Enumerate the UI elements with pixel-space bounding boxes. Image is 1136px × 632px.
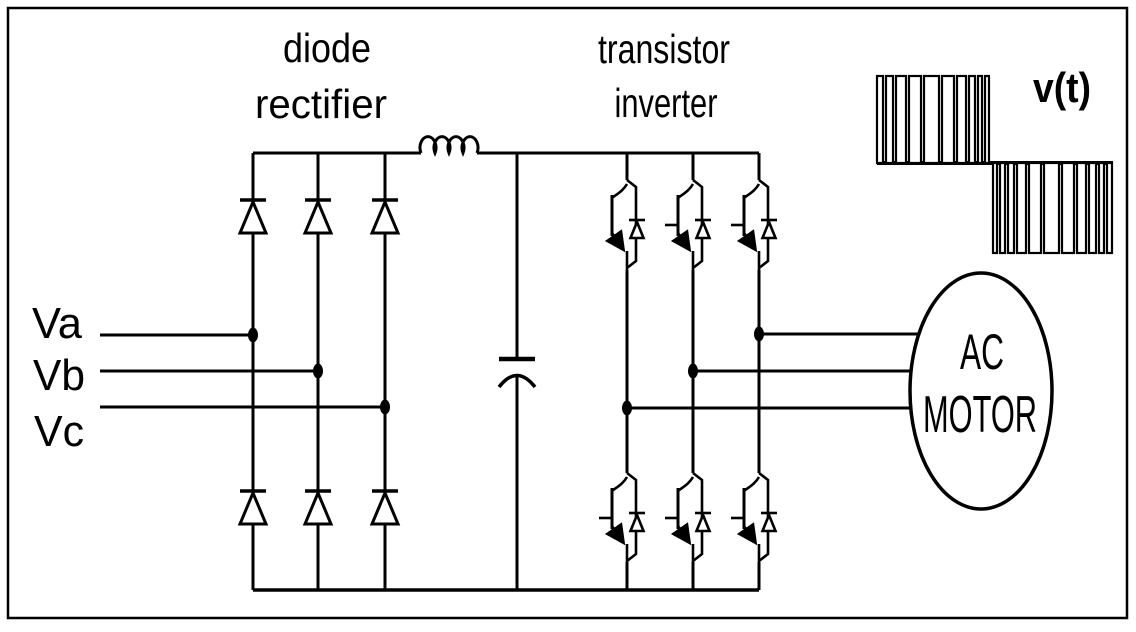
pwm-pulse [1027, 161, 1043, 255]
pwm-pulse [940, 74, 956, 165]
pwm-pulse [875, 74, 885, 165]
pwm-pulse [1015, 161, 1028, 255]
igbt-bottom-a [612, 473, 645, 563]
pwm-pulse [922, 74, 941, 165]
pwm-pulse [884, 74, 895, 165]
motor-label-line1: AC [960, 324, 1004, 380]
junction-dot [622, 400, 632, 416]
rectifier-label-line1: diode [283, 25, 371, 71]
inverter-label-line2: inverter [615, 80, 718, 126]
capacitor-plate-bottom [497, 373, 537, 389]
pwm-waveform: v(t) [875, 64, 1114, 255]
motor-leads [622, 326, 920, 416]
igbt-bottom-c [744, 473, 777, 563]
igbt-top-b [678, 180, 711, 270]
rectifier-label-line2: rectifier [255, 81, 387, 127]
igbt-bottom-b [678, 473, 711, 563]
diode-bottom-c [370, 489, 400, 526]
igbt-top-c [744, 180, 777, 270]
igbt-top-a [612, 180, 645, 270]
pwm-pulse [1075, 161, 1088, 255]
pwm-pulse [955, 74, 968, 165]
pwm-pulse [907, 74, 923, 165]
pwm-pulse [1006, 161, 1016, 255]
waveform-label: v(t) [1033, 64, 1091, 111]
inverter-label-line1: transistor [598, 26, 730, 72]
three-phase-inputs: Va Vb Vc [32, 299, 390, 456]
dc-link-capacitor [497, 153, 537, 590]
input-label-vb: Vb [33, 351, 85, 400]
pwm-pulses [875, 74, 1114, 255]
dc-bus [253, 135, 759, 592]
pwm-pulse [991, 161, 999, 255]
figure-border [6, 6, 1129, 620]
junction-dot [688, 363, 698, 379]
pwm-pulse [998, 161, 1007, 255]
ac-motor: AC MOTOR [908, 271, 1054, 511]
motor-body [908, 271, 1054, 511]
pwm-pulse [976, 74, 984, 165]
dc-link-inductor [418, 135, 480, 158]
pwm-pulse [983, 74, 991, 165]
pwm-pulse [1087, 161, 1098, 255]
pwm-pulse [1042, 161, 1061, 255]
igbt-base-leads [599, 223, 744, 520]
diode-top-b [303, 198, 333, 235]
diode-top-a [238, 198, 268, 235]
pwm-pulse [1097, 161, 1106, 255]
input-label-va: Va [32, 299, 83, 348]
diode-top-c [370, 198, 400, 235]
diode-rectifier [238, 153, 400, 590]
pwm-pulse [1105, 161, 1114, 255]
pwm-pulse [1060, 161, 1076, 255]
pwm-pulse [894, 74, 908, 165]
diode-bottom-b [303, 489, 333, 526]
diode-bottom-a [238, 489, 268, 526]
motor-label-line2: MOTOR [923, 386, 1037, 444]
input-label-vc: Vc [34, 407, 84, 456]
junction-dot [754, 326, 764, 342]
section-labels: diode rectifier transistor inverter [255, 25, 730, 127]
pwm-pulse [967, 74, 977, 165]
